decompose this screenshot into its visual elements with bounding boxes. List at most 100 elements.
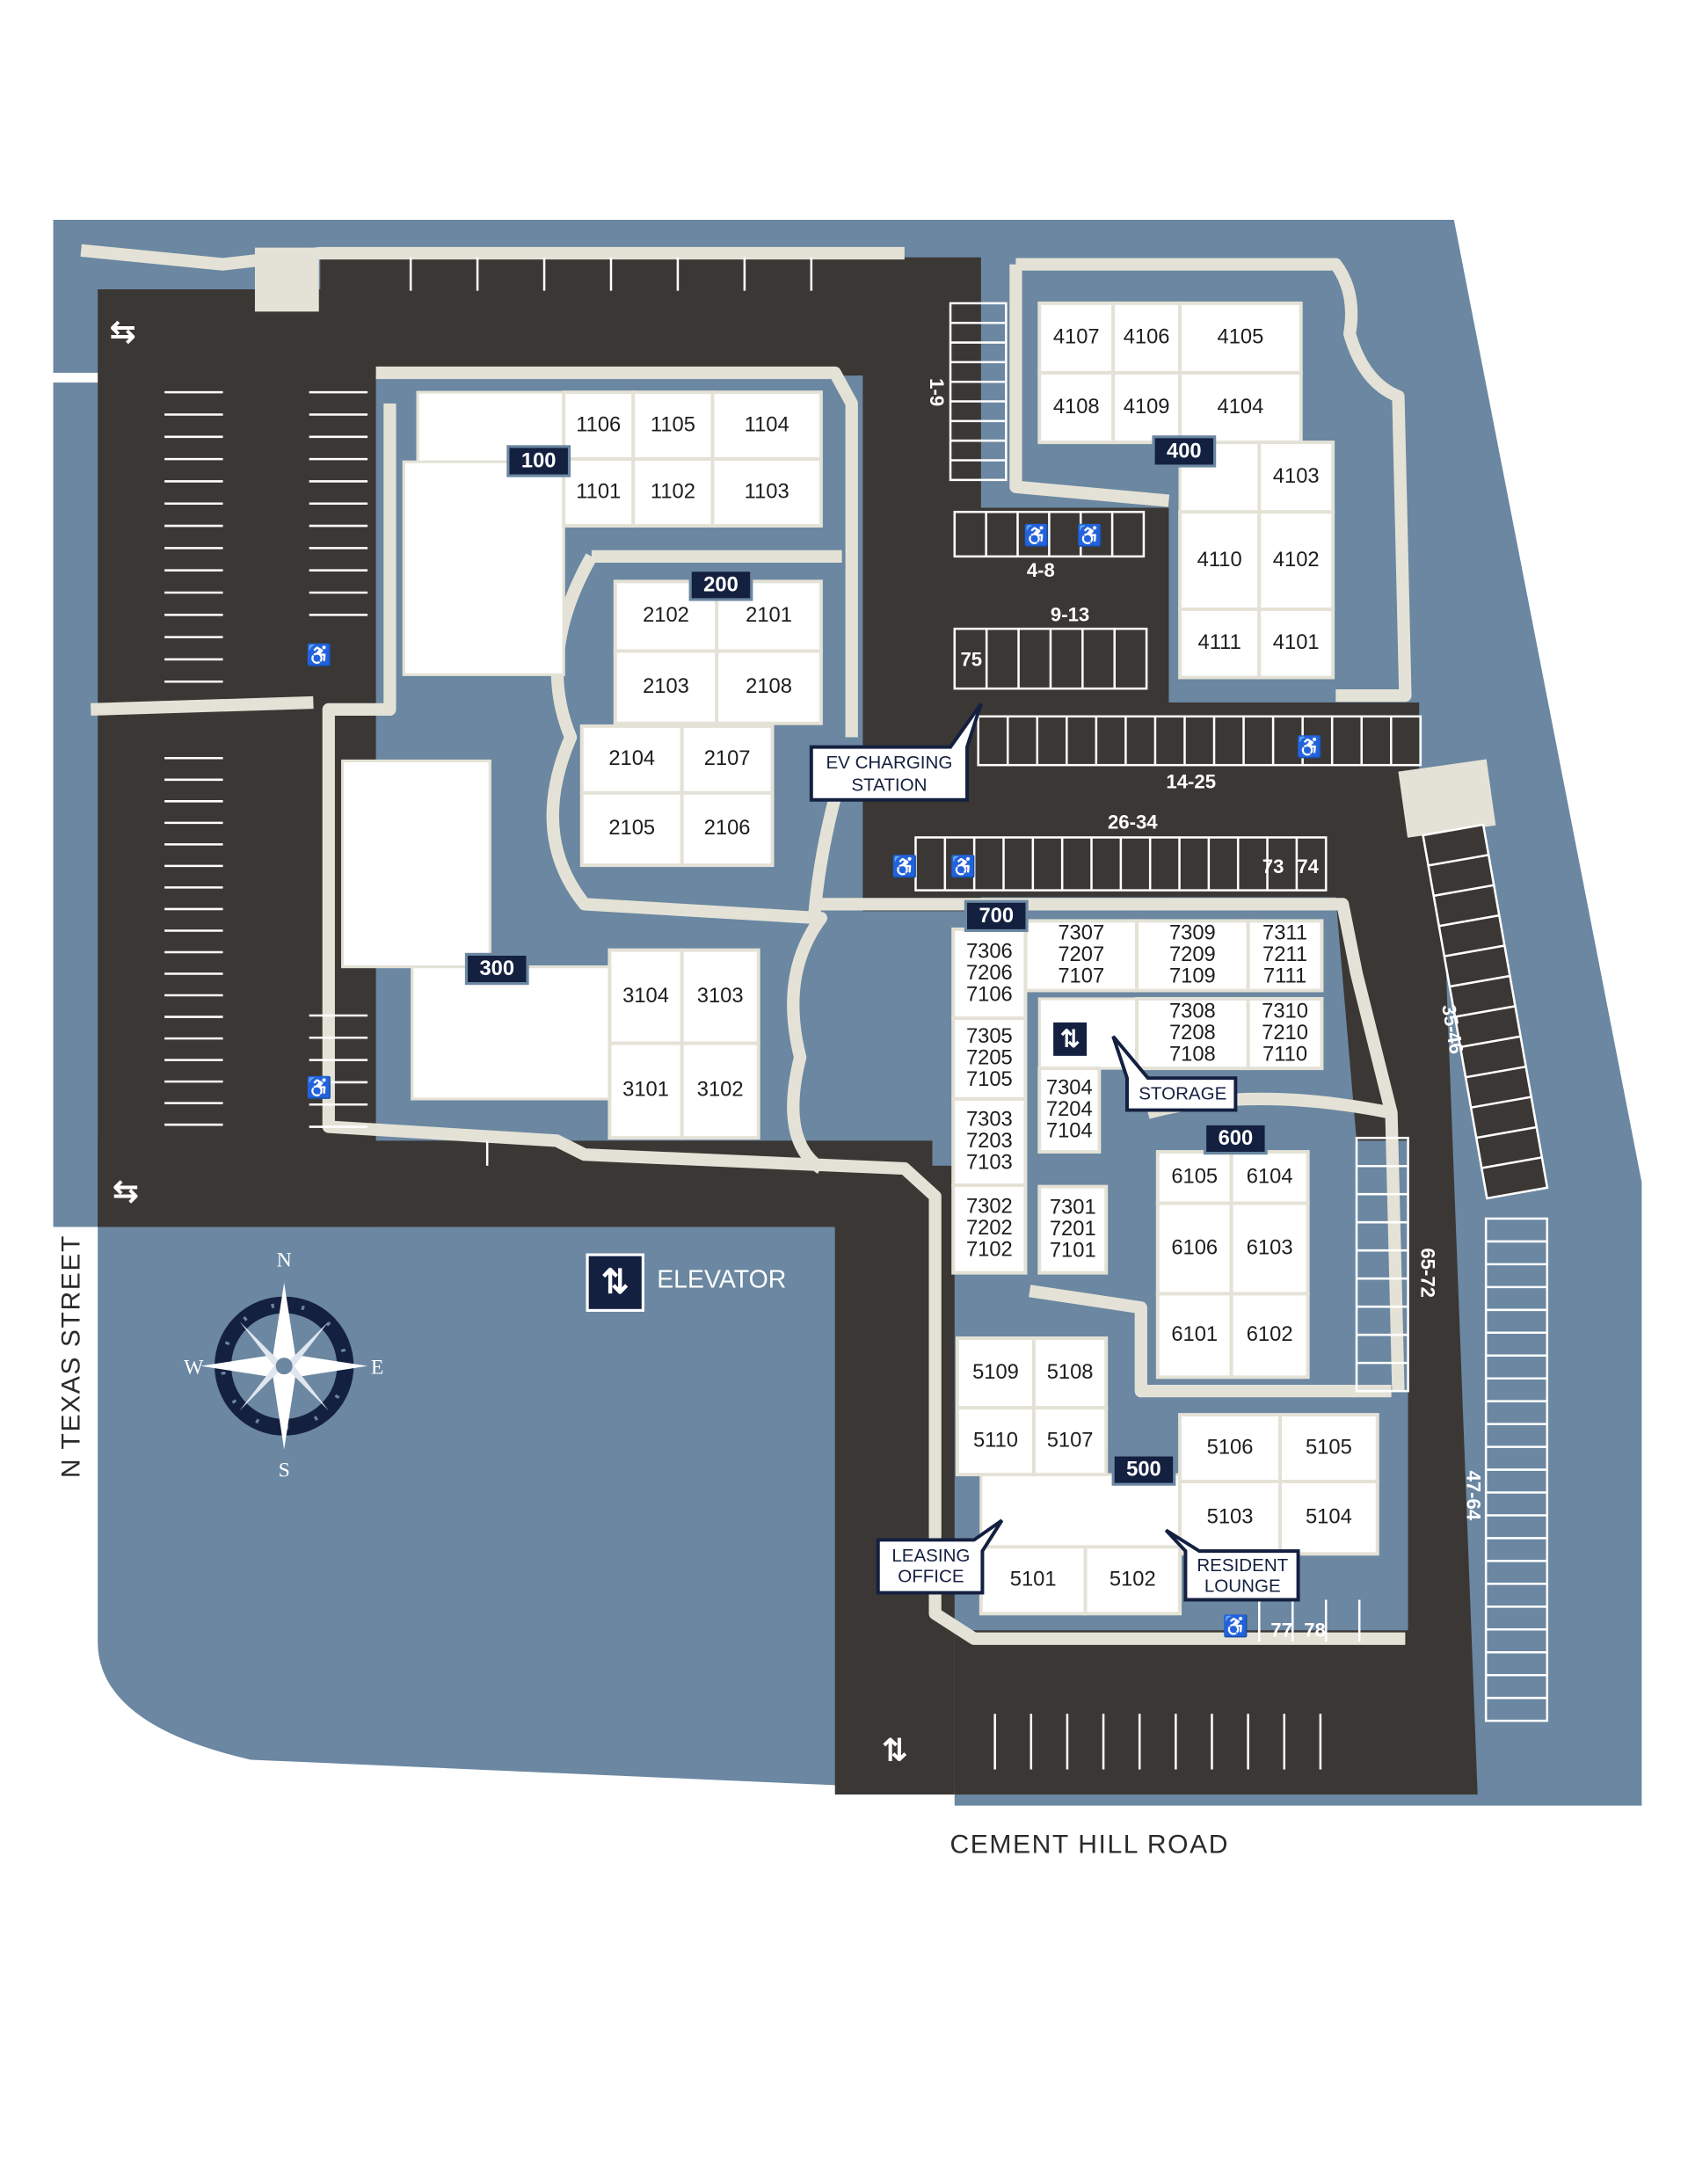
unit-6106[interactable]: 6106 bbox=[1155, 1201, 1233, 1296]
unit-number: 2107 bbox=[704, 747, 751, 770]
unit-6103[interactable]: 6103 bbox=[1229, 1201, 1310, 1296]
building-label-box bbox=[964, 899, 1029, 933]
unit-2103[interactable]: 2103 bbox=[613, 649, 719, 725]
unit-number: 7302 bbox=[966, 1196, 1013, 1219]
unit-4108[interactable]: 4108 bbox=[1037, 371, 1116, 445]
unit-1103[interactable]: 1103 bbox=[710, 457, 823, 528]
unit-number: 5107 bbox=[1047, 1429, 1094, 1452]
wheelchair-icon: ♿ bbox=[1076, 523, 1102, 548]
unit-6102[interactable]: 6102 bbox=[1229, 1292, 1310, 1380]
unit-3102[interactable]: 3102 bbox=[680, 1041, 760, 1140]
unit-number: 7207 bbox=[1058, 943, 1104, 966]
unit-5107[interactable]: 5107 bbox=[1031, 1406, 1109, 1477]
wheelchair-icon: ♿ bbox=[1296, 734, 1322, 759]
unit-5103[interactable]: 5103 bbox=[1178, 1480, 1282, 1556]
unit-6105[interactable]: 6105 bbox=[1155, 1150, 1233, 1205]
unit-4105[interactable]: 4105 bbox=[1178, 301, 1303, 375]
unit-5109[interactable]: 5109 bbox=[955, 1336, 1036, 1410]
stalls-4-8 bbox=[953, 510, 1146, 558]
unit-5108[interactable]: 5108 bbox=[1031, 1336, 1109, 1410]
unit-4102[interactable]: 4102 bbox=[1257, 510, 1335, 611]
parking-label-1-9: 1-9 bbox=[926, 378, 948, 406]
unit-6101[interactable]: 6101 bbox=[1155, 1292, 1233, 1380]
unit-4111[interactable]: 4111 bbox=[1178, 608, 1262, 680]
unit-2105[interactable]: 2105 bbox=[579, 790, 684, 868]
elevator-up-down-icon bbox=[586, 1253, 644, 1312]
unit-1104[interactable]: 1104 bbox=[710, 390, 823, 462]
unit-2108[interactable]: 2108 bbox=[715, 649, 823, 725]
two-way-arrow-icon: ⇆ bbox=[113, 1175, 138, 1209]
stall-line bbox=[1465, 1065, 1526, 1079]
building-label-box bbox=[1203, 1122, 1268, 1155]
unit-number: 2104 bbox=[608, 747, 655, 770]
building-label-box bbox=[1152, 435, 1217, 468]
unit-outline bbox=[955, 1336, 1036, 1410]
unit-outline bbox=[1257, 440, 1335, 514]
unit-number: 2101 bbox=[746, 604, 792, 627]
unit-4103[interactable]: 4103 bbox=[1257, 440, 1335, 514]
stalls-65-72 bbox=[1355, 1136, 1409, 1393]
building-label-100: 100 bbox=[506, 445, 571, 477]
unit-4109[interactable]: 4109 bbox=[1111, 371, 1182, 445]
unit-1105[interactable]: 1105 bbox=[631, 390, 715, 462]
unit-4110[interactable]: 4110 bbox=[1178, 510, 1262, 611]
unit-5105[interactable]: 5105 bbox=[1278, 1413, 1379, 1483]
unit-2107[interactable]: 2107 bbox=[680, 724, 775, 795]
unit-1101[interactable]: 1101 bbox=[562, 457, 636, 528]
unit-outline bbox=[1037, 1067, 1102, 1154]
unit-1102[interactable]: 1102 bbox=[631, 457, 715, 528]
unit-5101[interactable]: 5101 bbox=[979, 1545, 1088, 1616]
unit-5110[interactable]: 5110 bbox=[955, 1406, 1036, 1477]
unit-number: 7210 bbox=[1262, 1022, 1308, 1045]
building-label-box bbox=[464, 952, 529, 986]
unit-4104[interactable]: 4104 bbox=[1178, 371, 1303, 445]
parking-label-4-8: 4-8 bbox=[1027, 559, 1055, 581]
unit-number: 6106 bbox=[1171, 1236, 1218, 1259]
unit-number: 4105 bbox=[1218, 326, 1264, 349]
unit-number: 4101 bbox=[1273, 631, 1320, 654]
building-common-area bbox=[411, 965, 611, 1101]
unit-2104[interactable]: 2104 bbox=[579, 724, 684, 795]
unit-outline bbox=[1037, 301, 1116, 375]
unit-number: 7301 bbox=[1050, 1196, 1096, 1219]
unit-2106[interactable]: 2106 bbox=[680, 790, 775, 868]
unit-4101[interactable]: 4101 bbox=[1257, 608, 1335, 680]
unit-1106[interactable]: 1106 bbox=[562, 390, 636, 462]
unit-number: 1106 bbox=[576, 413, 621, 436]
unit-number: 6105 bbox=[1171, 1166, 1218, 1189]
unit-number: 6104 bbox=[1247, 1166, 1293, 1189]
stalls-1-9 bbox=[949, 302, 1008, 482]
compass-west: W bbox=[184, 1356, 204, 1379]
parking-label-73: 73 bbox=[1262, 855, 1284, 877]
parking-label-9-13: 9-13 bbox=[1051, 604, 1089, 626]
unit-4106[interactable]: 4106 bbox=[1111, 301, 1182, 375]
unit-3101[interactable]: 3101 bbox=[608, 1041, 684, 1140]
unit-5102[interactable]: 5102 bbox=[1083, 1545, 1182, 1616]
stalls-35-46-group bbox=[1422, 823, 1549, 1200]
stalls-west-outer-bottom bbox=[164, 757, 223, 1126]
building-number: 300 bbox=[479, 957, 514, 980]
unit-number: 7309 bbox=[1169, 922, 1216, 945]
compass-south: S bbox=[279, 1459, 290, 1481]
unit-outline bbox=[680, 790, 775, 868]
unit-3104[interactable]: 3104 bbox=[608, 948, 684, 1045]
unit-3103[interactable]: 3103 bbox=[680, 948, 760, 1045]
stall-line bbox=[1475, 1125, 1537, 1139]
unit-4107[interactable]: 4107 bbox=[1037, 301, 1116, 375]
unit-6104[interactable]: 6104 bbox=[1229, 1150, 1310, 1205]
unit-number: 5105 bbox=[1306, 1436, 1352, 1459]
unit-5104[interactable]: 5104 bbox=[1278, 1480, 1379, 1556]
unit-5106[interactable]: 5106 bbox=[1178, 1413, 1282, 1483]
building-label-500: 500 bbox=[1111, 1453, 1176, 1486]
